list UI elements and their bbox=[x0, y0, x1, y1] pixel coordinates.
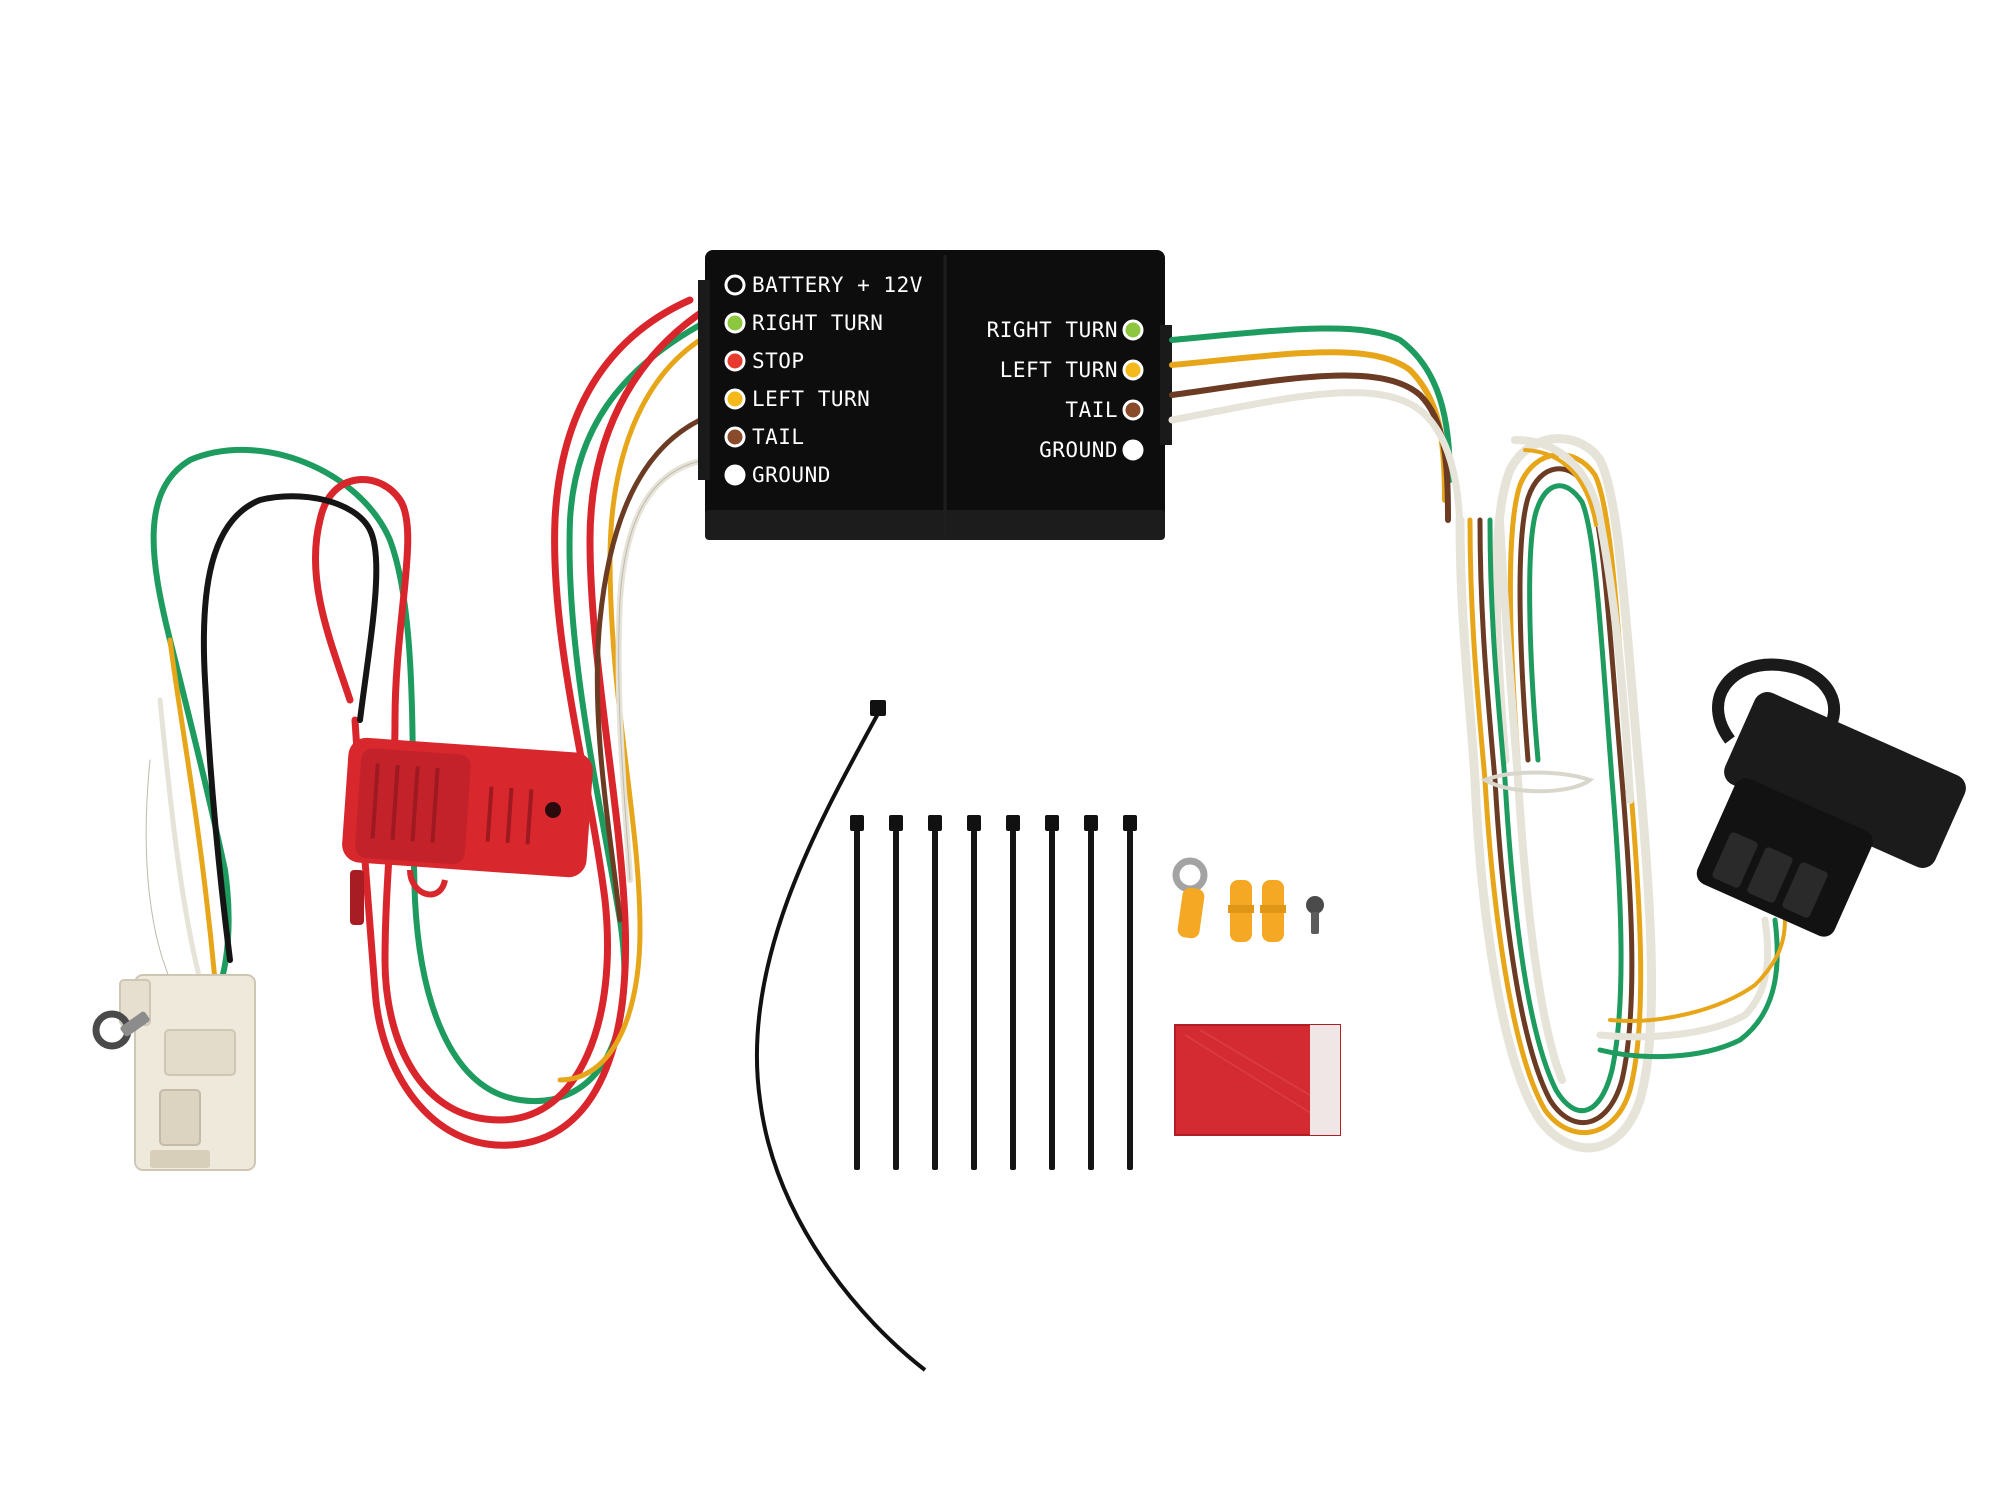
input-label-5: GROUND bbox=[752, 463, 831, 487]
red-wire-loop-1 bbox=[311, 296, 694, 1124]
brown-wire bbox=[594, 417, 703, 923]
input-dot-1 bbox=[724, 312, 746, 334]
converter-module bbox=[698, 250, 1172, 540]
coiled-wire-bundle bbox=[1455, 434, 1657, 1153]
short-cable-tie-7 bbox=[1123, 815, 1137, 1170]
module-output-labels: RIGHT TURN LEFT TURN TAIL GROUND bbox=[987, 318, 1144, 462]
output-lead-green bbox=[1169, 325, 1453, 483]
output-lead-white bbox=[1168, 389, 1464, 544]
input-dot-2 bbox=[724, 350, 746, 372]
input-label-0: BATTERY + 12V bbox=[752, 273, 923, 297]
short-cable-tie-3 bbox=[967, 815, 981, 1170]
vehicle-connector bbox=[119, 974, 256, 1171]
short-cable-tie-5 bbox=[1045, 815, 1059, 1170]
red-wire-loop-2 bbox=[351, 306, 709, 1149]
trailer-side-harness bbox=[1168, 325, 1787, 1153]
short-cable-tie-2 bbox=[928, 815, 942, 1170]
output-label-0: RIGHT TURN bbox=[987, 318, 1118, 342]
short-cable-tie-1 bbox=[889, 815, 903, 1170]
connector-lead-wires bbox=[167, 637, 218, 983]
ring-terminal bbox=[92, 1010, 150, 1050]
output-label-3: GROUND bbox=[1039, 438, 1118, 462]
screw bbox=[1306, 896, 1324, 934]
output-label-1: LEFT TURN bbox=[1000, 358, 1118, 382]
bundle-twist-tie bbox=[1480, 770, 1595, 794]
fuse-holder bbox=[342, 737, 593, 925]
output-dot-3 bbox=[1122, 439, 1144, 461]
output-dot-0 bbox=[1122, 319, 1144, 341]
trailer-4-way-connector bbox=[1696, 658, 1966, 937]
white-wire-outline bbox=[618, 459, 706, 881]
input-dot-0 bbox=[724, 274, 746, 296]
input-label-1: RIGHT TURN bbox=[752, 311, 883, 335]
vehicle-side-harness bbox=[145, 296, 709, 1149]
output-label-2: TAIL bbox=[1065, 398, 1118, 422]
butt-connector-2 bbox=[1260, 880, 1286, 942]
input-dot-3 bbox=[724, 388, 746, 410]
output-lead-brown bbox=[1169, 372, 1451, 523]
module-input-labels: BATTERY + 12V RIGHT TURN STOP LEFT TURN TAIL… bbox=[724, 273, 923, 487]
output-dot-2 bbox=[1122, 399, 1144, 421]
long-cable-tie bbox=[754, 700, 927, 1372]
short-cable-ties bbox=[850, 815, 1137, 1170]
input-label-3: LEFT TURN bbox=[752, 387, 870, 411]
black-wire-loop bbox=[200, 493, 380, 963]
short-cable-tie-0 bbox=[850, 815, 864, 1170]
ring-terminal-connector bbox=[1172, 857, 1208, 939]
input-label-2: STOP bbox=[752, 349, 805, 373]
short-cable-tie-6 bbox=[1084, 815, 1098, 1170]
short-cable-tie-4 bbox=[1006, 815, 1020, 1170]
input-dot-5 bbox=[724, 464, 746, 486]
adhesive-tape-pad bbox=[1174, 1024, 1341, 1136]
input-dot-4 bbox=[724, 426, 746, 448]
dust-cap-loop bbox=[1712, 658, 1841, 745]
output-dot-1 bbox=[1122, 359, 1144, 381]
input-label-4: TAIL bbox=[752, 425, 805, 449]
connector-leads bbox=[1597, 917, 1780, 1060]
butt-connector-1 bbox=[1228, 880, 1254, 942]
